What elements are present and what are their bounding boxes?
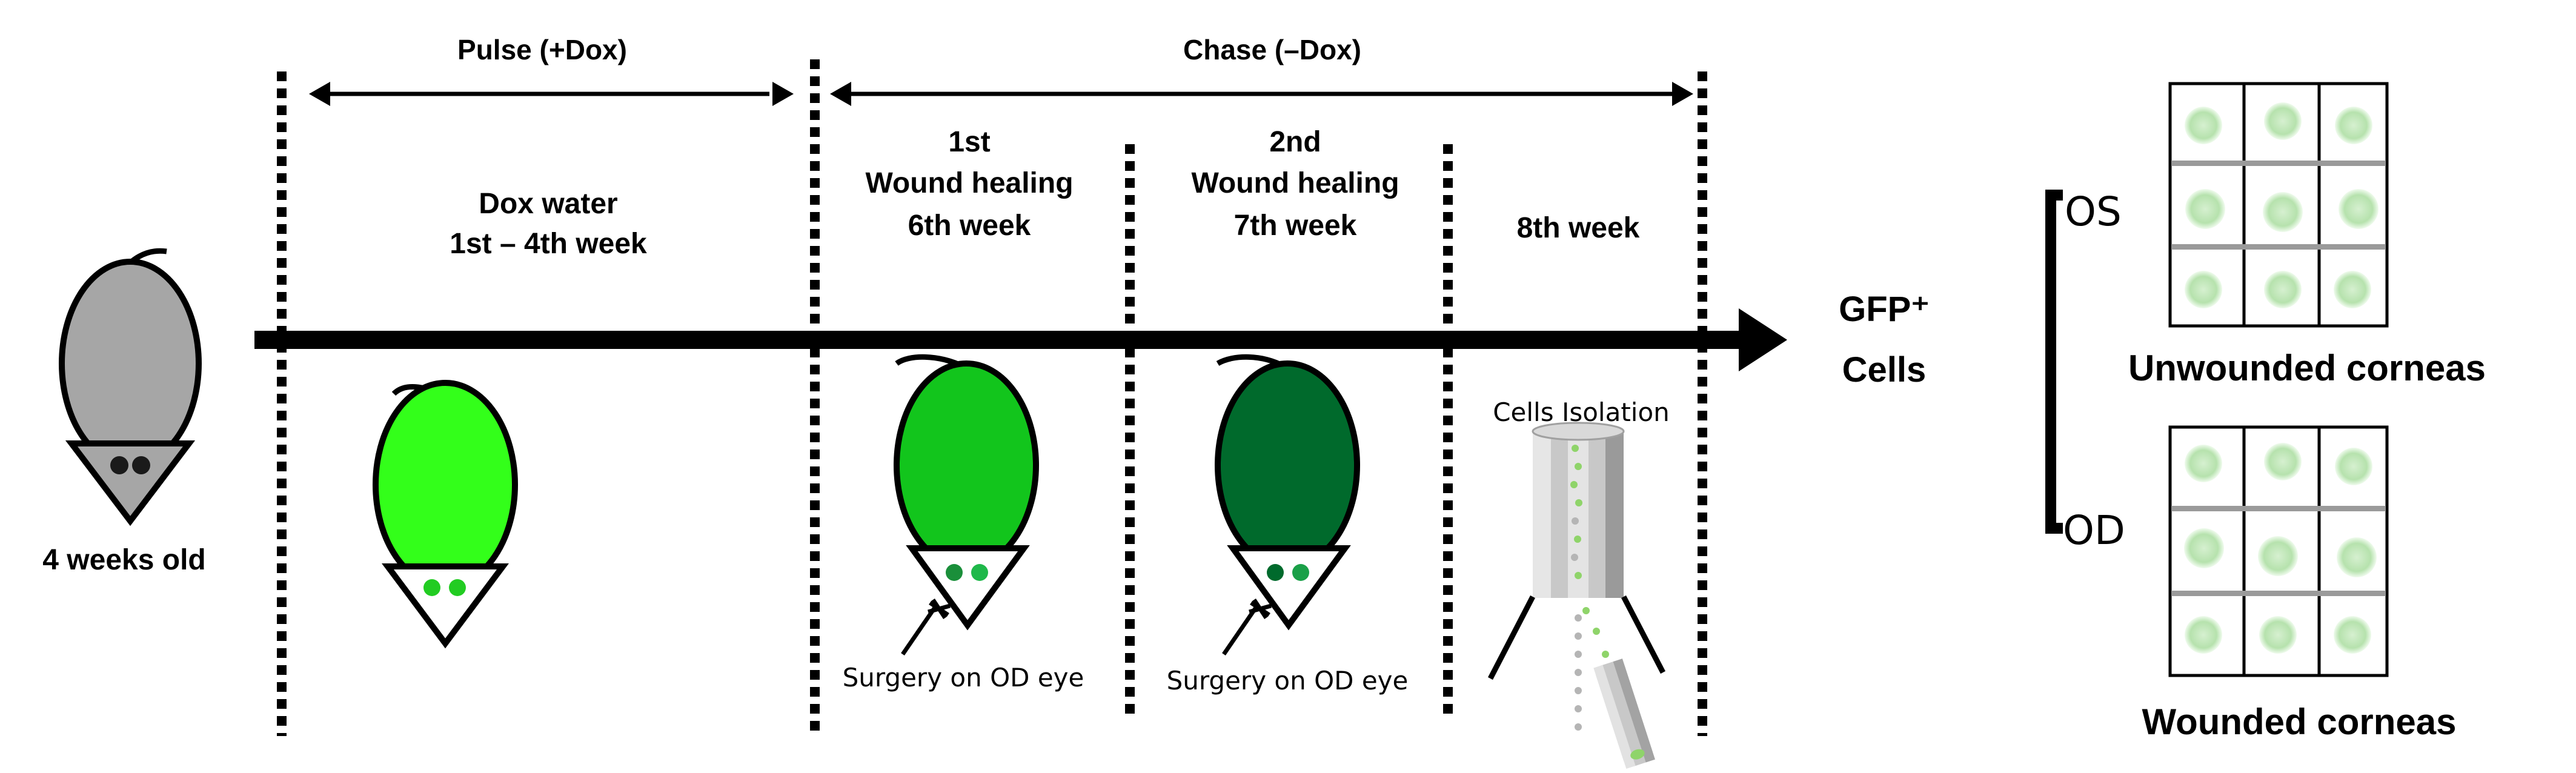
main-timeline-arrow — [254, 308, 1787, 371]
os-label: OS — [2065, 188, 2122, 235]
cell-well — [2259, 616, 2297, 654]
wound1-title: Wound healing — [865, 167, 1073, 199]
surgery-wound-icon — [1222, 599, 1272, 655]
mouse-week6 — [894, 354, 1039, 631]
cell-sorter-icon — [1488, 422, 1665, 769]
unwounded-corneas-label: Unwounded corneas — [2128, 348, 2486, 388]
cell-well — [2335, 448, 2372, 485]
cell-well — [2334, 271, 2371, 308]
surgery-label-week6: Surgery on OD eye — [843, 663, 1084, 692]
eye-left-icon — [1267, 564, 1284, 581]
eye-left-icon — [946, 564, 963, 581]
surgery-label-week7: Surgery on OD eye — [1167, 666, 1409, 695]
surgery-wound-icon — [901, 599, 951, 655]
dox-weeks-heading: 1st – 4th week — [450, 228, 647, 260]
cell-well — [2264, 271, 2302, 308]
eye-left-icon — [110, 456, 128, 474]
unwounded-cornea-plate — [2168, 82, 2389, 328]
cell-well — [2184, 528, 2224, 568]
os-od-bracket — [2045, 190, 2063, 534]
mouse-pulse — [373, 380, 518, 649]
age-label: 4 weeks old — [42, 544, 205, 576]
eye-right-icon — [132, 456, 150, 474]
week8-heading: 8th week — [1517, 212, 1640, 244]
mouse-head — [65, 440, 196, 526]
pulse-label: Pulse (+Dox) — [457, 34, 627, 65]
cell-well — [2185, 107, 2222, 144]
pulse-range-arrow — [309, 82, 794, 106]
eye-right-icon — [1292, 564, 1309, 581]
cell-well — [2185, 271, 2222, 308]
mouse-grey — [59, 248, 202, 526]
cell-well — [2337, 537, 2377, 577]
chase-label: Chase (–Dox) — [1183, 34, 1361, 65]
cell-well — [2339, 189, 2378, 229]
deflector-plate-left — [1488, 595, 1535, 680]
eye-left-icon — [423, 579, 440, 596]
gfp-label: GFP⁺ — [1839, 290, 1930, 329]
wounded-corneas-label: Wounded corneas — [2142, 702, 2457, 742]
collection-tube-icon — [1593, 659, 1655, 769]
wound2-title: Wound healing — [1191, 167, 1399, 199]
cell-well — [2264, 443, 2302, 480]
cells-label: Cells — [1842, 350, 1927, 390]
dox-water-heading: Dox water — [479, 188, 617, 220]
dotted-dividers — [277, 59, 1707, 736]
cell-well — [2185, 445, 2222, 482]
cell-well — [2335, 107, 2372, 144]
eye-right-icon — [971, 564, 988, 581]
cell-well — [2258, 536, 2298, 576]
wounded-cornea-plate — [2168, 425, 2389, 677]
cell-well — [2334, 616, 2371, 654]
wound2-week: 7th week — [1234, 210, 1357, 242]
cell-well — [2264, 102, 2302, 140]
mouse-week7 — [1215, 354, 1360, 631]
cell-well — [2185, 189, 2225, 229]
mouse-body — [59, 259, 202, 468]
cell-well — [2263, 192, 2303, 232]
deflector-plate-right — [1621, 595, 1665, 674]
od-label: OD — [2063, 507, 2125, 554]
cell-well — [2185, 616, 2222, 654]
wound1-ordinal: 1st — [948, 126, 990, 158]
chase-range-arrow — [830, 82, 1693, 106]
wound1-week: 6th week — [908, 210, 1031, 242]
eye-right-icon — [449, 579, 466, 596]
wound2-ordinal: 2nd — [1269, 126, 1321, 158]
